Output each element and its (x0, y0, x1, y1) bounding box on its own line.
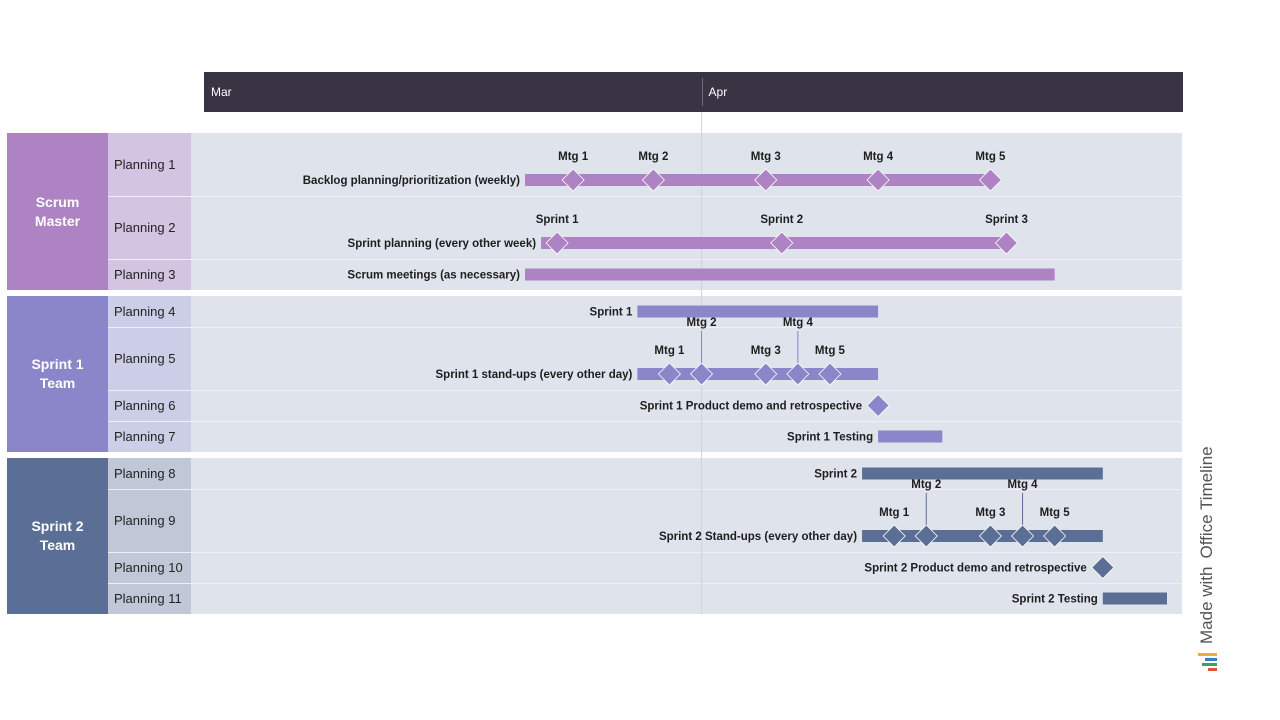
milestone-label: Sprint 1 (536, 214, 579, 226)
milestone-label: Mtg 5 (815, 345, 846, 357)
milestone-diamond (545, 231, 569, 255)
task-bar (637, 305, 879, 318)
task-bar (1102, 592, 1167, 605)
milestone-label: Mtg 1 (558, 151, 589, 163)
milestone-diamond (978, 168, 1003, 192)
row-separator (108, 421, 1182, 422)
milestone-diamond (1010, 524, 1035, 548)
month-label: Apr (708, 85, 728, 99)
milestone-label: Mtg 5 (975, 151, 1006, 163)
watermark-prefix: Made with (1197, 566, 1216, 644)
task-label: Sprint 2 (814, 469, 857, 481)
milestone-diamond (914, 524, 938, 548)
milestone-label: Mtg 4 (1008, 479, 1039, 491)
row-band (191, 583, 1182, 614)
watermark-brand: Office Timeline (1197, 446, 1216, 559)
month-divider (701, 78, 703, 106)
milestone-diamond (641, 168, 665, 192)
group-header: Scrum Master (7, 133, 108, 290)
task-label: Sprint planning (every other week) (348, 238, 537, 250)
month-label: Mar (211, 85, 232, 99)
milestone-diamond (994, 231, 1019, 255)
office-timeline-logo-icon (1198, 653, 1217, 671)
task-label: Sprint 1 stand-ups (every other day) (436, 369, 633, 381)
row-label: Planning 6 (108, 390, 191, 421)
milestone-diamond (754, 362, 778, 386)
row-separator (108, 196, 1182, 197)
row-label: Planning 9 (108, 489, 191, 552)
task-label: Backlog planning/prioritization (weekly) (303, 175, 520, 187)
task-bar (878, 430, 943, 443)
row-separator (108, 552, 1182, 553)
row-band (191, 421, 1182, 452)
milestone-label: Mtg 2 (911, 479, 941, 491)
task-bar (525, 268, 1055, 281)
milestone-label: Mtg 4 (863, 151, 894, 163)
row-label: Planning 5 (108, 327, 191, 390)
milestone-diamond (657, 362, 682, 386)
milestone-label: Mtg 2 (687, 317, 717, 329)
milestone-label: Sprint 2 Product demo and retrospective (864, 563, 1086, 575)
row-label: Planning 4 (108, 296, 191, 327)
row-separator (108, 259, 1182, 260)
timeline-header: Mar Apr (204, 72, 1183, 112)
milestone-diamond (689, 362, 714, 386)
milestone-diamond (786, 362, 810, 386)
milestone-diamond (1043, 524, 1067, 548)
milestone-diamond (978, 524, 1003, 548)
row-band (191, 390, 1182, 421)
milestone-label: Mtg 1 (654, 345, 685, 357)
group-header: Sprint 2 Team (7, 458, 108, 614)
row-separator (108, 489, 1182, 490)
row-label: Planning 1 (108, 133, 191, 196)
row-label: Planning 3 (108, 259, 191, 290)
milestone-label: Mtg 4 (783, 317, 814, 329)
row-label: Planning 7 (108, 421, 191, 452)
task-label: Scrum meetings (as necessary) (347, 270, 520, 282)
milestone-label: Mtg 5 (1040, 507, 1071, 519)
milestone-label: Mtg 1 (879, 507, 910, 519)
row-band (191, 552, 1182, 583)
task-bar (862, 467, 1103, 480)
milestone-label: Sprint 2 (760, 214, 803, 226)
milestone-label: Sprint 3 (985, 214, 1028, 226)
milestone-label: Mtg 3 (975, 507, 1005, 519)
milestone-diamond (882, 524, 906, 548)
row-separator (108, 583, 1182, 584)
milestone-label: Mtg 2 (638, 151, 668, 163)
milestone-diamond (770, 231, 794, 255)
milestone-label: Mtg 3 (751, 345, 781, 357)
task-label: Sprint 2 Testing (1012, 594, 1098, 606)
milestone-diamond (754, 168, 778, 192)
task-label: Sprint 1 (590, 307, 633, 319)
row-label: Planning 2 (108, 196, 191, 259)
row-label: Planning 11 (108, 583, 191, 614)
milestone-label: Sprint 1 Product demo and retrospective (640, 401, 862, 413)
task-label: Sprint 2 Stand-ups (every other day) (659, 531, 857, 543)
milestone-label: Mtg 3 (751, 151, 781, 163)
milestone-diamond (818, 362, 842, 386)
row-separator (108, 390, 1182, 391)
milestone-diamond (1091, 555, 1115, 580)
watermark: Made with Office Timeline (1196, 446, 1218, 672)
row-label: Planning 8 (108, 458, 191, 489)
row-label: Planning 10 (108, 552, 191, 583)
milestone-diamond (561, 168, 585, 192)
task-label: Sprint 1 Testing (787, 432, 873, 444)
milestone-diamond (866, 168, 890, 192)
milestone-diamond (866, 393, 890, 418)
group-header: Sprint 1 Team (7, 296, 108, 452)
row-separator (108, 327, 1182, 328)
